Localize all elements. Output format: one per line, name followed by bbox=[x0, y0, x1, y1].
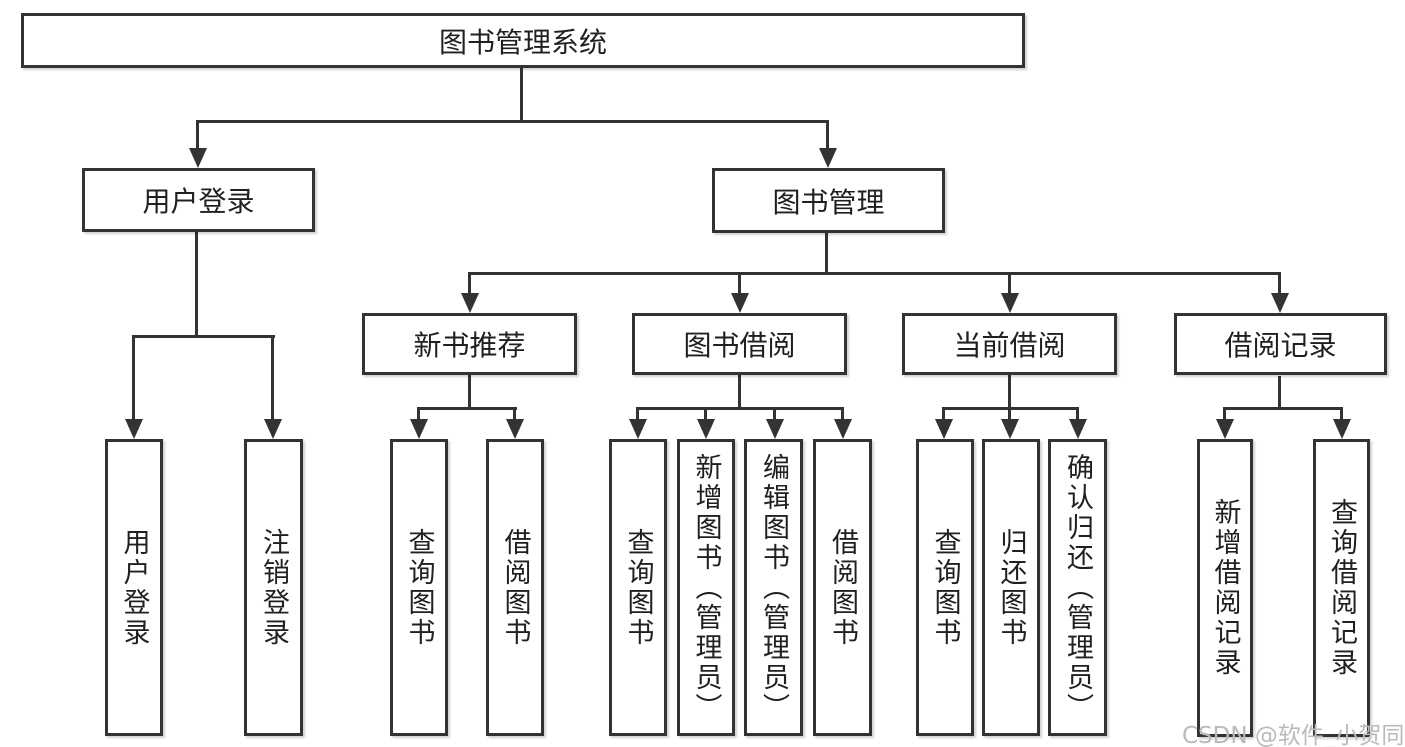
leaf-newbook-borrow-books: 借阅图书 bbox=[486, 439, 544, 736]
node-label: 当前借阅 bbox=[953, 329, 1066, 362]
arrow-down-icon bbox=[1271, 293, 1289, 313]
leaf-records-query-record: 查询借阅记录 bbox=[1313, 439, 1370, 737]
arrow-down-icon bbox=[189, 148, 207, 168]
arrow-down-icon bbox=[1001, 419, 1019, 439]
node-label: 注销登录 bbox=[258, 527, 289, 648]
connector-line bbox=[826, 120, 829, 150]
connector-line bbox=[195, 232, 198, 338]
node-user-login: 用户登录 bbox=[82, 168, 315, 232]
connector-line bbox=[825, 233, 828, 275]
node-label: 图书借阅 bbox=[683, 329, 796, 362]
leaf-borrowing-add-books-admin: 新增图书（管理员） bbox=[677, 439, 735, 736]
connector-line bbox=[738, 375, 741, 410]
connector-line bbox=[513, 407, 516, 421]
leaf-current-query-books: 查询图书 bbox=[916, 439, 974, 736]
arrow-down-icon bbox=[1069, 419, 1087, 439]
connector-line bbox=[271, 335, 274, 421]
connector-line bbox=[417, 407, 420, 421]
node-label: 查询图书 bbox=[622, 527, 654, 648]
node-label: 借阅图书 bbox=[499, 527, 531, 648]
connector-line bbox=[468, 375, 471, 410]
node-label: 查询图书 bbox=[403, 527, 435, 648]
connector-line bbox=[704, 407, 707, 421]
connector-line bbox=[1224, 407, 1343, 410]
arrow-down-icon bbox=[1001, 293, 1019, 313]
arrow-down-icon bbox=[264, 419, 282, 439]
connector-line bbox=[1076, 407, 1079, 421]
connector-line bbox=[1278, 376, 1281, 410]
connector-line bbox=[943, 407, 1079, 410]
node-label: 查询图书 bbox=[929, 527, 961, 648]
node-label: 用户登录 bbox=[142, 185, 255, 218]
leaf-borrowing-borrow-books: 借阅图书 bbox=[813, 439, 872, 736]
leaf-user-login: 用户登录 bbox=[105, 439, 163, 736]
node-label: 借阅图书 bbox=[827, 527, 858, 648]
connector-line bbox=[520, 68, 523, 120]
arrow-down-icon bbox=[1216, 419, 1234, 439]
arrow-down-icon bbox=[697, 419, 715, 439]
connector-line bbox=[773, 407, 776, 421]
arrow-down-icon bbox=[461, 293, 479, 313]
connector-line bbox=[1340, 407, 1343, 421]
connector-line bbox=[196, 120, 199, 150]
node-book-borrowing: 图书借阅 bbox=[632, 313, 847, 375]
connector-line bbox=[942, 407, 945, 421]
connector-line bbox=[468, 272, 471, 295]
leaf-logout-login: 注销登录 bbox=[244, 439, 303, 736]
node-label: 新增借阅记录 bbox=[1209, 498, 1241, 678]
node-borrowing-records: 借阅记录 bbox=[1174, 313, 1387, 375]
connector-line bbox=[133, 335, 275, 338]
arrow-down-icon bbox=[834, 419, 852, 439]
arrow-down-icon bbox=[766, 419, 784, 439]
leaf-records-add-record: 新增借阅记录 bbox=[1197, 439, 1253, 737]
leaf-borrowing-query-books: 查询图书 bbox=[609, 439, 667, 736]
arrow-down-icon bbox=[506, 419, 524, 439]
node-new-book-recommend: 新书推荐 bbox=[362, 313, 577, 375]
connector-line bbox=[738, 272, 741, 295]
connector-line bbox=[418, 407, 517, 410]
arrow-down-icon bbox=[629, 419, 647, 439]
node-label: 新增图书（管理员） bbox=[690, 452, 722, 723]
node-current-borrowing: 当前借阅 bbox=[902, 313, 1117, 375]
node-label: 新书推荐 bbox=[413, 329, 526, 362]
arrow-down-icon bbox=[410, 419, 428, 439]
connector-line bbox=[636, 407, 639, 421]
node-label: 图书管理 bbox=[772, 185, 885, 219]
node-label: 编辑图书（管理员） bbox=[758, 452, 789, 723]
node-label: 确认归还（管理员） bbox=[1062, 452, 1093, 723]
node-label: 查询借阅记录 bbox=[1326, 498, 1357, 678]
arrow-down-icon bbox=[125, 419, 143, 439]
arrow-down-icon bbox=[731, 293, 749, 313]
leaf-borrowing-edit-books-admin: 编辑图书（管理员） bbox=[744, 439, 803, 736]
node-label: 归还图书 bbox=[995, 527, 1027, 648]
leaf-newbook-query-books: 查询图书 bbox=[390, 439, 448, 736]
connector-line bbox=[1278, 272, 1281, 295]
connector-line bbox=[1008, 407, 1011, 421]
watermark: CSDN @软件_小贺同学 bbox=[1182, 723, 1405, 747]
connector-line bbox=[132, 335, 135, 421]
connector-line bbox=[469, 272, 1281, 275]
connector-line bbox=[197, 120, 829, 123]
node-label: 用户登录 bbox=[118, 527, 150, 648]
arrow-down-icon bbox=[1333, 419, 1351, 439]
node-label: 图书管理系统 bbox=[438, 25, 607, 59]
connector-line bbox=[1008, 375, 1011, 410]
connector-line bbox=[1223, 407, 1226, 421]
node-label: 借阅记录 bbox=[1224, 329, 1337, 362]
leaf-current-return-books: 归还图书 bbox=[982, 439, 1040, 736]
connector-line bbox=[637, 407, 844, 410]
node-library-system: 图书管理系统 bbox=[21, 13, 1025, 68]
leaf-current-confirm-return-admin: 确认归还（管理员） bbox=[1048, 439, 1107, 736]
arrow-down-icon bbox=[819, 148, 837, 168]
connector-line bbox=[1008, 272, 1011, 295]
connector-line bbox=[841, 407, 844, 421]
arrow-down-icon bbox=[935, 419, 953, 439]
node-book-management: 图书管理 bbox=[712, 168, 945, 233]
